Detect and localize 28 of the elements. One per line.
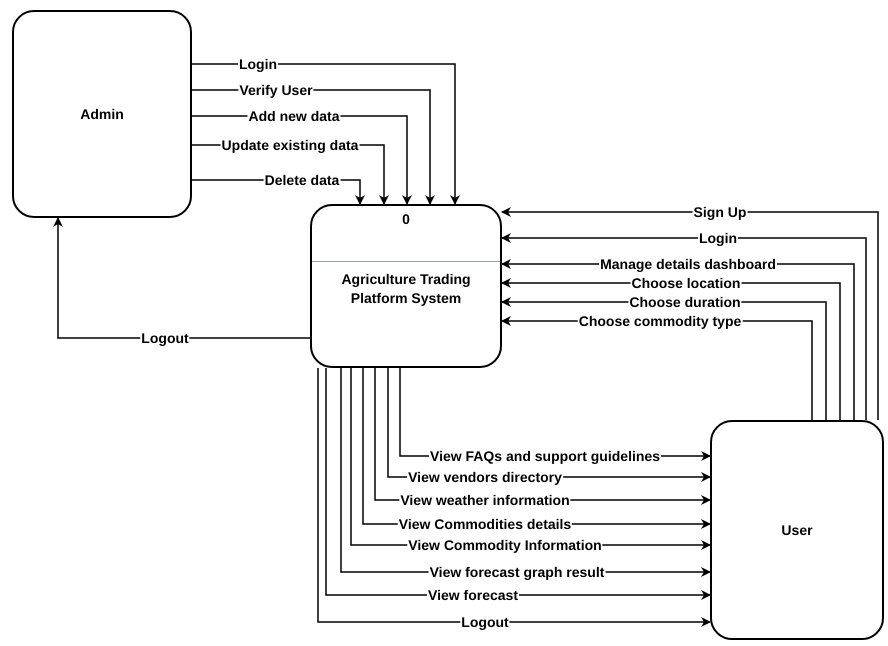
edge-label: Verify User xyxy=(238,82,314,98)
edge-label: View forecast xyxy=(427,587,519,603)
process-name: User xyxy=(780,520,814,540)
edge-label: Choose location xyxy=(630,275,742,291)
edge-label: Logout xyxy=(140,330,190,346)
edge-label: View Commodity Information xyxy=(407,537,603,553)
process-box xyxy=(12,10,192,218)
edge-label: Login xyxy=(238,56,278,72)
edge-label: Logout xyxy=(460,614,510,630)
process-name: Admin xyxy=(79,104,125,124)
edge-label: View weather information xyxy=(399,492,571,508)
edge-label: View vendors directory xyxy=(407,469,563,485)
edge-label: Sign Up xyxy=(692,204,748,220)
edge-label: View Commodities details xyxy=(398,516,572,532)
process-name: Agriculture Trading Platform System xyxy=(340,270,472,308)
process-box xyxy=(310,204,502,368)
edge-label: View FAQs and support guidelines xyxy=(429,448,661,464)
edge-label: Add new data xyxy=(248,108,340,124)
edge-label: Manage details dashboard xyxy=(599,256,777,272)
edge-label: Update existing data xyxy=(220,137,360,153)
process-box xyxy=(710,420,884,640)
edge-label: Delete data xyxy=(264,172,340,188)
edge-label: View forecast graph result xyxy=(428,564,606,580)
process-number: 0 xyxy=(401,210,411,229)
edge-label: Choose commodity type xyxy=(578,313,742,329)
arrow xyxy=(192,63,460,205)
edge-label: Choose duration xyxy=(628,294,742,310)
edge-label: Login xyxy=(698,230,738,246)
